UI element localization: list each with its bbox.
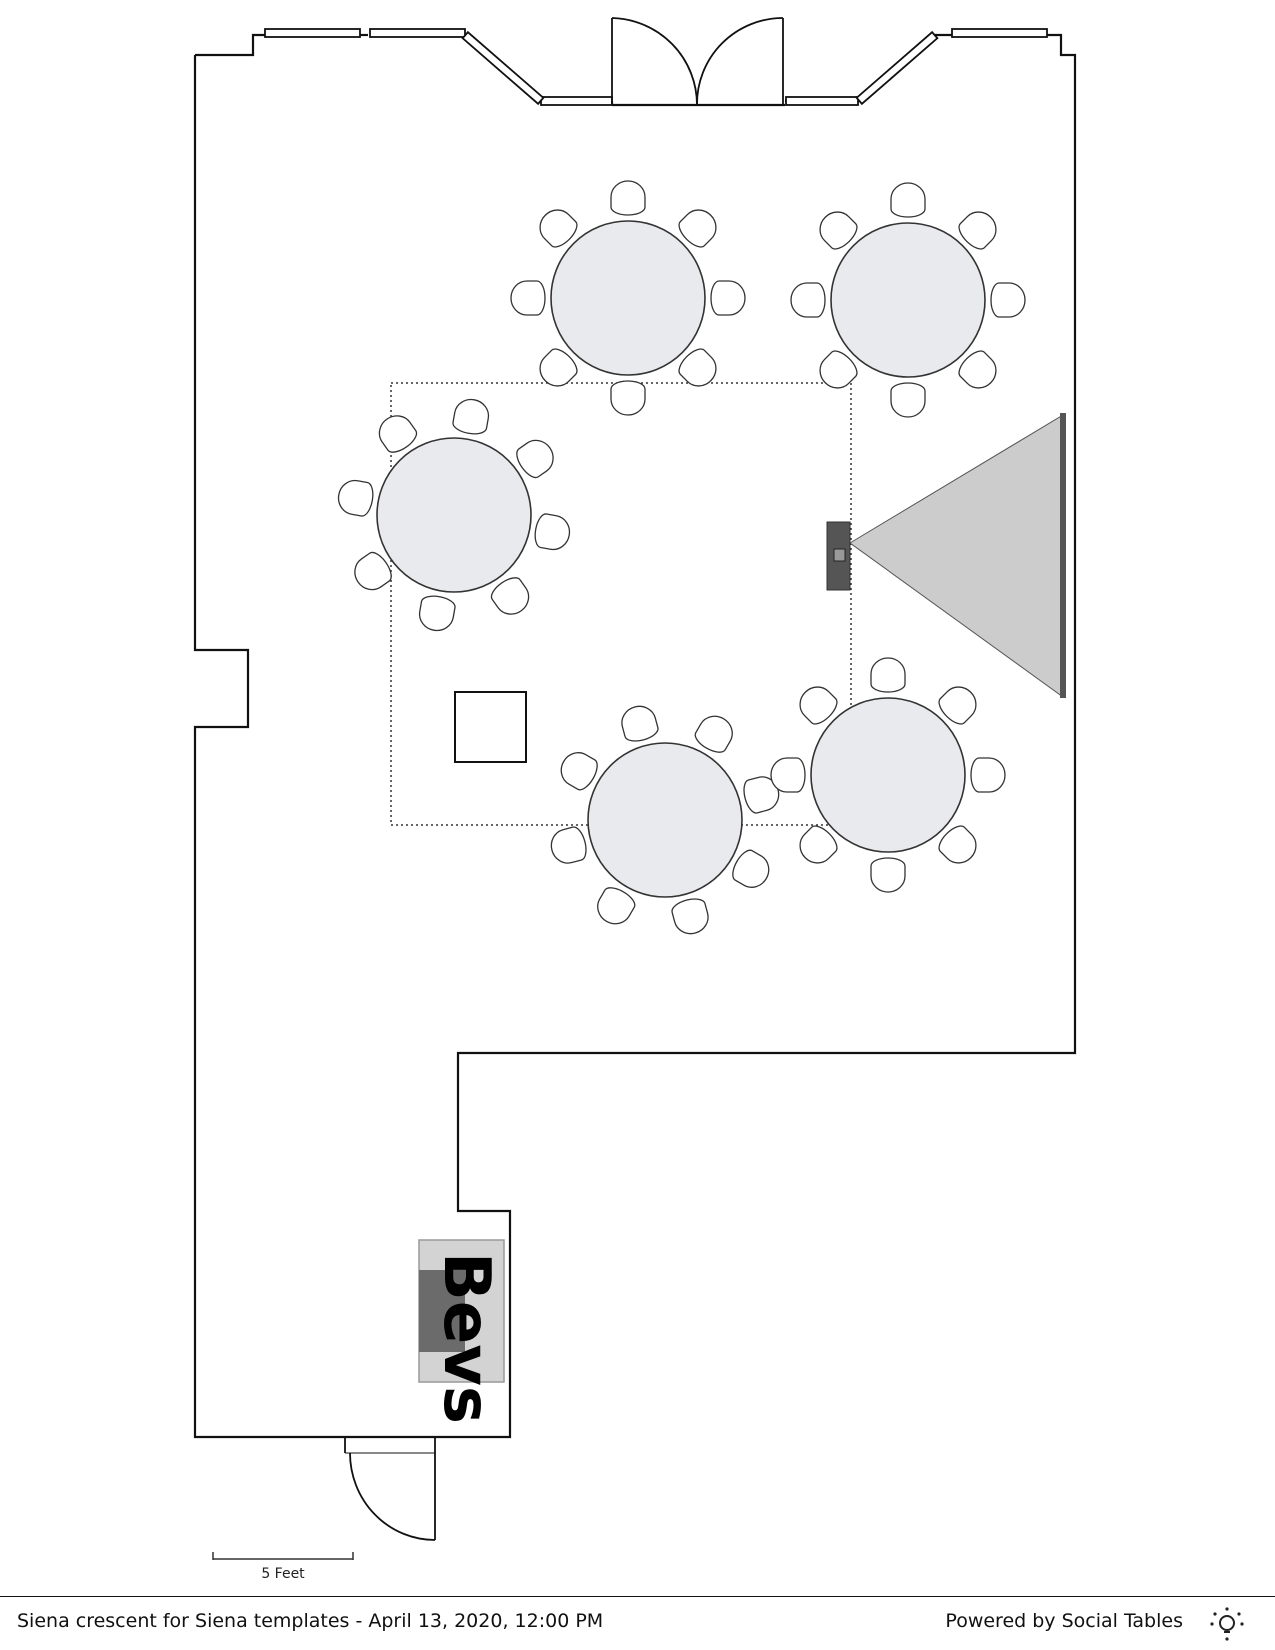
chair bbox=[727, 846, 776, 894]
chair bbox=[691, 709, 739, 758]
event-title: Siena crescent for Siena templates - Apr… bbox=[17, 1610, 604, 1632]
table-top bbox=[830, 222, 986, 378]
lightbulb-icon bbox=[1210, 1607, 1244, 1641]
chair bbox=[617, 701, 661, 745]
chair bbox=[870, 657, 906, 693]
chair bbox=[591, 882, 639, 931]
bottom-door bbox=[344, 1437, 436, 1541]
scale-bar bbox=[212, 1552, 354, 1560]
round-table bbox=[546, 701, 784, 939]
bevs-station: Bevs bbox=[418, 1239, 505, 1424]
table-top bbox=[587, 742, 743, 898]
chair bbox=[710, 280, 746, 316]
chair bbox=[532, 511, 573, 553]
chair bbox=[990, 282, 1026, 318]
windows bbox=[264, 28, 1048, 106]
round-tables bbox=[335, 180, 1026, 939]
bevs-sign-label: Bevs bbox=[429, 1252, 503, 1424]
chair bbox=[890, 382, 926, 418]
projector bbox=[826, 521, 851, 591]
chair bbox=[450, 396, 492, 437]
chair bbox=[610, 380, 646, 416]
chair bbox=[790, 282, 826, 318]
round-table bbox=[510, 180, 746, 416]
main-double-door bbox=[611, 17, 784, 106]
footer-divider bbox=[0, 1596, 1275, 1597]
projection-screen bbox=[849, 413, 1066, 698]
chair bbox=[416, 593, 458, 634]
floor-plan: Bevs 5 Feet bbox=[193, 17, 1077, 1582]
chair bbox=[554, 746, 603, 794]
chair bbox=[335, 477, 376, 519]
chair bbox=[510, 280, 546, 316]
chair bbox=[546, 824, 590, 868]
chair bbox=[870, 857, 906, 893]
chair bbox=[770, 757, 806, 793]
chair bbox=[970, 757, 1006, 793]
table-top bbox=[550, 220, 706, 376]
round-table bbox=[770, 657, 1006, 893]
table-top bbox=[810, 697, 966, 853]
chair bbox=[610, 180, 646, 216]
table-top bbox=[376, 437, 532, 593]
powered-by-text: Powered by Social Tables bbox=[945, 1610, 1183, 1632]
chair bbox=[669, 895, 713, 939]
chair bbox=[890, 182, 926, 218]
round-table bbox=[790, 182, 1026, 418]
scale-bar-label: 5 Feet bbox=[261, 1566, 305, 1582]
small-square-object bbox=[454, 691, 527, 763]
round-table bbox=[335, 396, 573, 634]
